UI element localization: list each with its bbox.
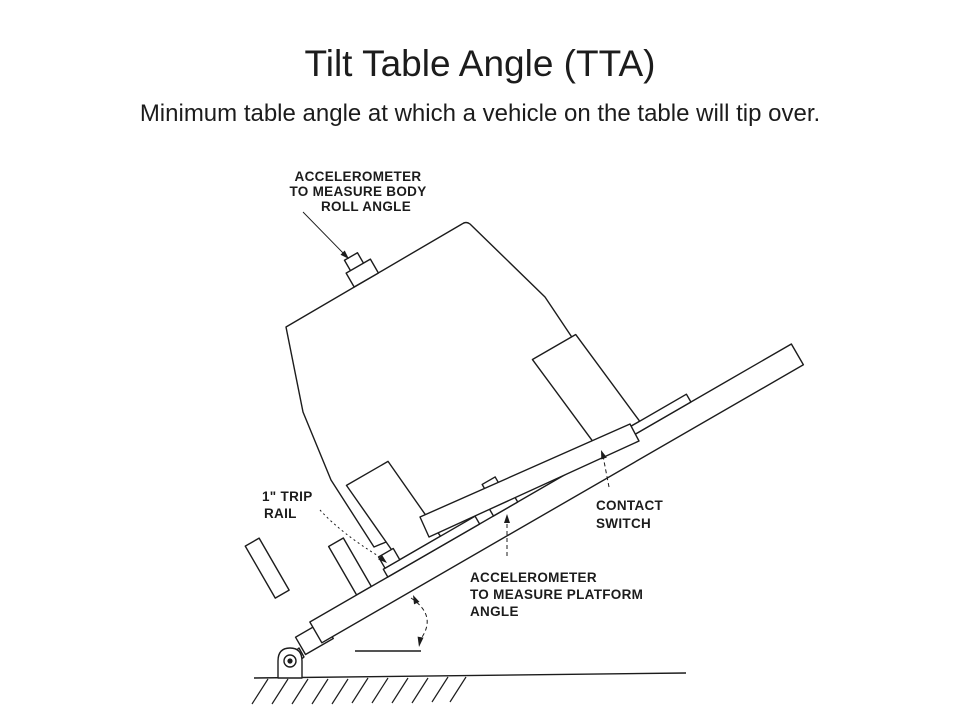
angle-arc — [410, 597, 428, 641]
label-contact-switch: CONTACT SWITCH — [596, 498, 664, 531]
ground-hatching — [251, 676, 467, 705]
body-accel-arrow — [340, 250, 349, 259]
front-contact-plate — [382, 515, 481, 578]
body-accel-leader — [302, 211, 346, 256]
trip-rail-arrow — [378, 554, 387, 563]
label-platform-accelerometer-line1: ACCELEROMETER — [470, 570, 597, 585]
label-contact-switch-line2: SWITCH — [596, 516, 651, 531]
label-body-accelerometer-line2: TO MEASURE BODY — [289, 184, 426, 199]
angle-arc-arrow-top — [413, 595, 420, 605]
roof-accelerometer — [343, 252, 380, 288]
trip-rail-post-outer — [244, 537, 290, 599]
contact-switch-arrow — [601, 450, 607, 460]
page-title: Tilt Table Angle (TTA) — [304, 43, 656, 84]
label-body-accelerometer-line3: ROLL ANGLE — [321, 199, 411, 214]
body-floor-pan — [419, 423, 640, 538]
label-body-accelerometer-line1: ACCELEROMETER — [295, 169, 422, 184]
platform-accel-arrow — [504, 514, 510, 523]
label-body-accelerometer: ACCELEROMETER TO MEASURE BODY ROLL ANGLE — [289, 169, 426, 214]
trip-rail-leader — [319, 509, 381, 558]
contact-switch-leader — [602, 455, 610, 488]
label-trip-rail: 1" TRIP RAIL — [262, 489, 313, 521]
label-trip-rail-line2: RAIL — [264, 506, 297, 521]
ground-line — [253, 672, 687, 679]
trip-rail-post-inner — [327, 537, 373, 596]
tilt-platform — [244, 333, 805, 656]
label-platform-accelerometer-line2: TO MEASURE PLATFORM — [470, 587, 643, 602]
label-platform-accelerometer-line3: ANGLE — [470, 604, 519, 619]
label-contact-switch-line1: CONTACT — [596, 498, 664, 513]
label-platform-accelerometer: ACCELEROMETER TO MEASURE PLATFORM ANGLE — [470, 570, 643, 619]
page-subtitle: Minimum table angle at which a vehicle o… — [139, 100, 821, 127]
angle-arc-arrow-bottom — [417, 636, 424, 647]
label-trip-rail-line1: 1" TRIP — [262, 489, 313, 504]
platform-bar — [309, 343, 805, 644]
pivot-pin-center — [287, 658, 293, 664]
trip-rail-block — [377, 547, 401, 569]
